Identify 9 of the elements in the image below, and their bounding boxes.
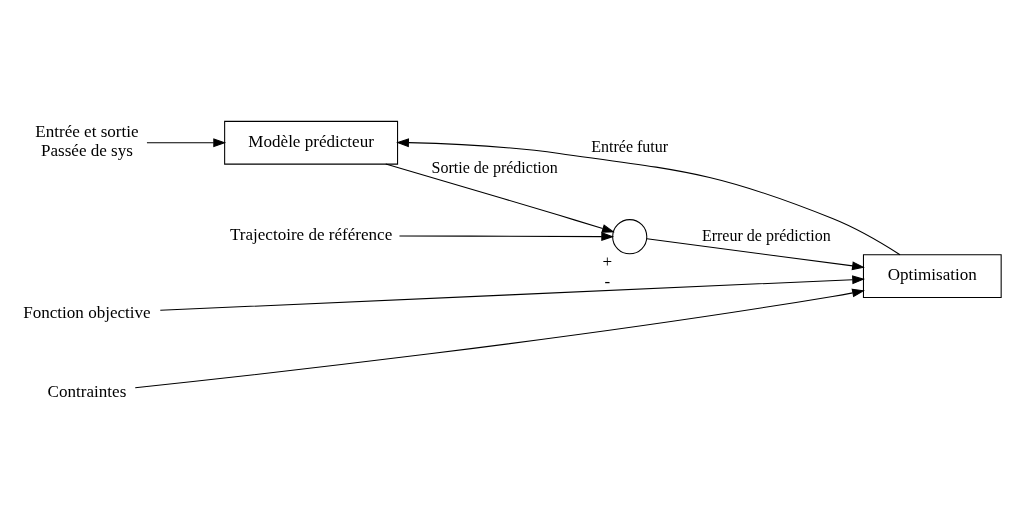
node-text: Entrée et sortie Passée de sys xyxy=(35,121,139,160)
edge-label: Erreur de prédiction xyxy=(701,226,831,244)
node-label: + xyxy=(602,251,613,271)
edge-label: Entrée futur xyxy=(591,137,669,155)
edge-label: Sortie de prédiction xyxy=(431,158,558,176)
node-label: - xyxy=(604,271,611,291)
node-text: Fonction objective xyxy=(23,302,151,322)
node-text: Contraintes xyxy=(47,381,127,401)
node-text: Trajectoire de référence xyxy=(229,224,393,244)
